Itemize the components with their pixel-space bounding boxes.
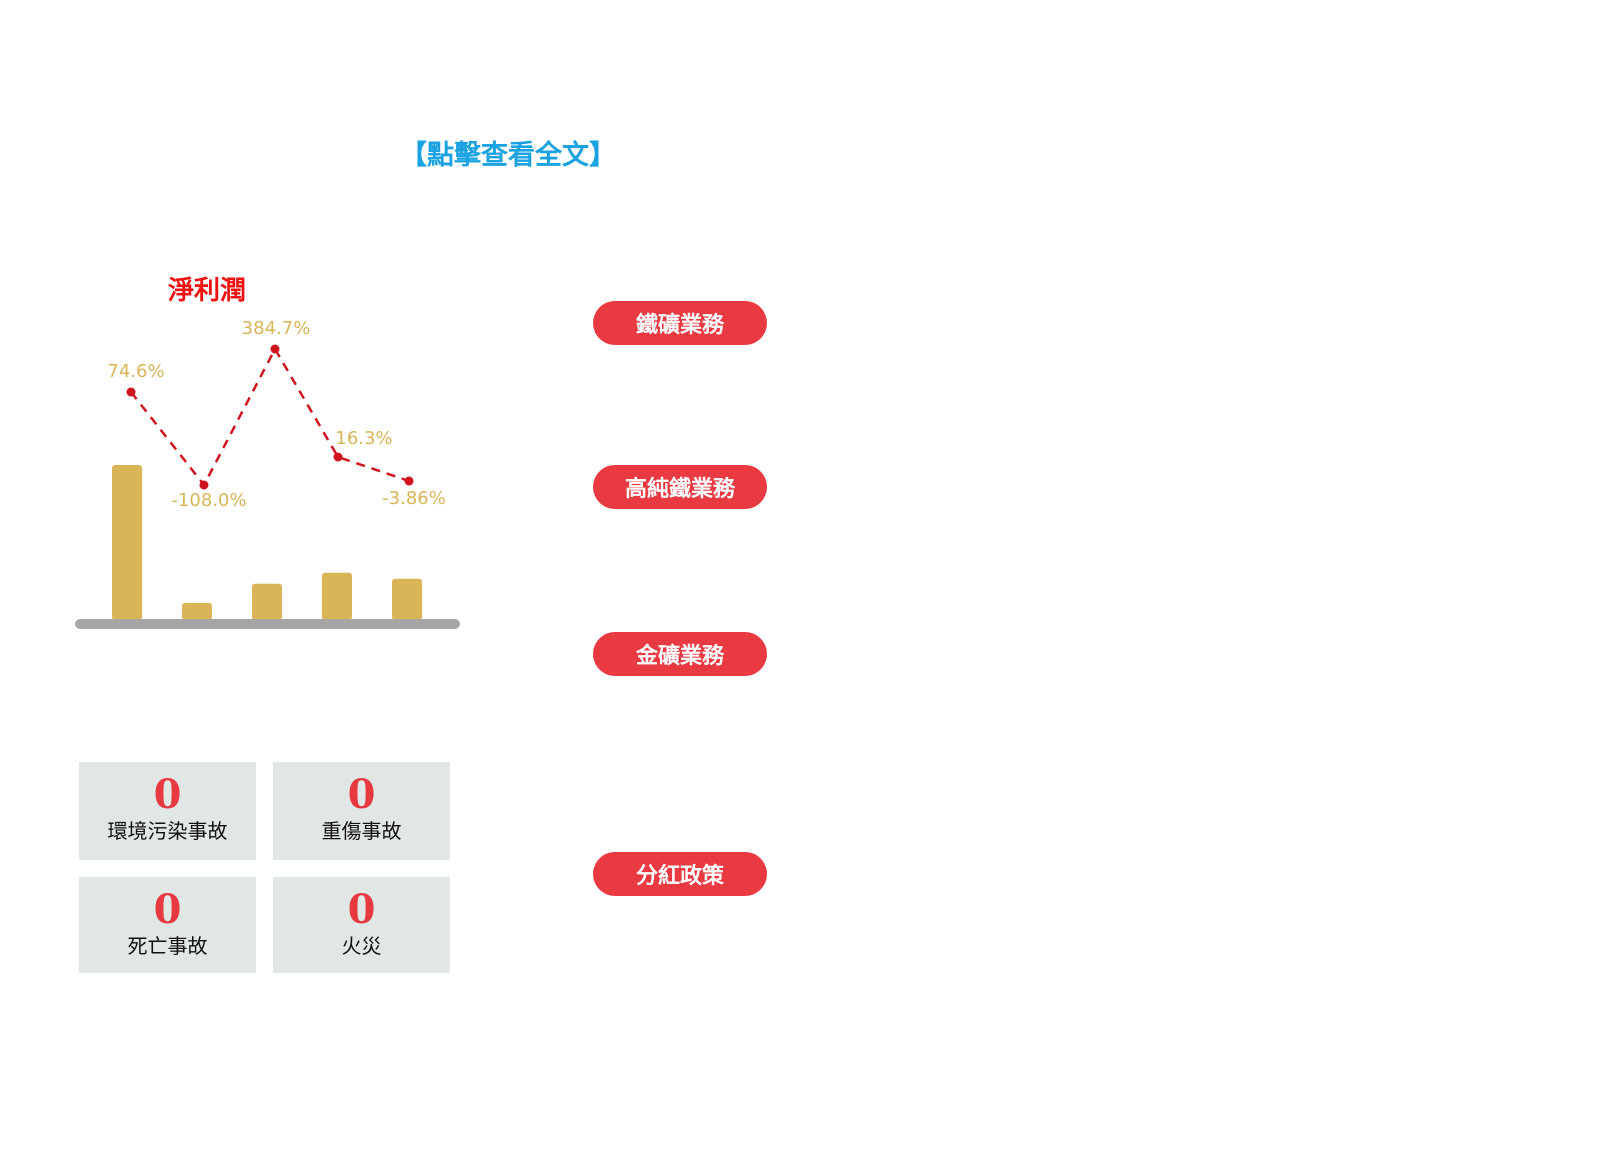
growth-line (130, 346, 410, 488)
bar (182, 602, 212, 620)
bar (322, 572, 352, 620)
growth-point (126, 387, 136, 397)
growth-label: -3.86% (382, 488, 446, 509)
growth-label: 384.7% (242, 318, 311, 339)
bar (252, 583, 282, 620)
stat-value: 0 (347, 771, 376, 818)
growth-point (404, 476, 414, 486)
bar (112, 465, 142, 620)
chart-title: 淨利潤 (168, 276, 247, 306)
stat-label: 重傷事故 (321, 819, 402, 843)
growth-point (333, 452, 343, 462)
stat-card-fire: 0 火災 (273, 877, 450, 973)
stat-value: 0 (347, 886, 376, 933)
growth-point (270, 344, 280, 354)
growth-label: -108.0% (171, 490, 246, 511)
dividend-policy-button[interactable]: 分紅政策 (593, 852, 767, 896)
bar (392, 578, 422, 620)
read-full-article-link[interactable]: 【點擊查看全文】 (400, 140, 616, 171)
stat-card-serious-injury: 0 重傷事故 (273, 762, 450, 860)
stat-label: 環境污染事故 (107, 819, 228, 843)
growth-label: 74.6% (107, 361, 164, 382)
growth-label: 16.3% (335, 428, 392, 449)
high-purity-iron-business-button[interactable]: 高純鐵業務 (593, 465, 767, 509)
iron-ore-business-button[interactable]: 鐵礦業務 (593, 301, 767, 345)
stat-value: 0 (153, 771, 182, 818)
net-profit-chart: 74.6% -108.0% 384.7% 16.3% -3.86% (75, 318, 460, 629)
chart-baseline (75, 619, 460, 629)
stat-value: 0 (153, 886, 182, 933)
growth-point (199, 480, 209, 490)
stat-label: 火災 (341, 934, 382, 958)
gold-mine-business-button[interactable]: 金礦業務 (593, 632, 767, 676)
stat-card-fatal-accident: 0 死亡事故 (79, 877, 256, 973)
stat-label: 死亡事故 (127, 934, 208, 958)
stat-card-environmental-pollution: 0 環境污染事故 (79, 762, 256, 860)
